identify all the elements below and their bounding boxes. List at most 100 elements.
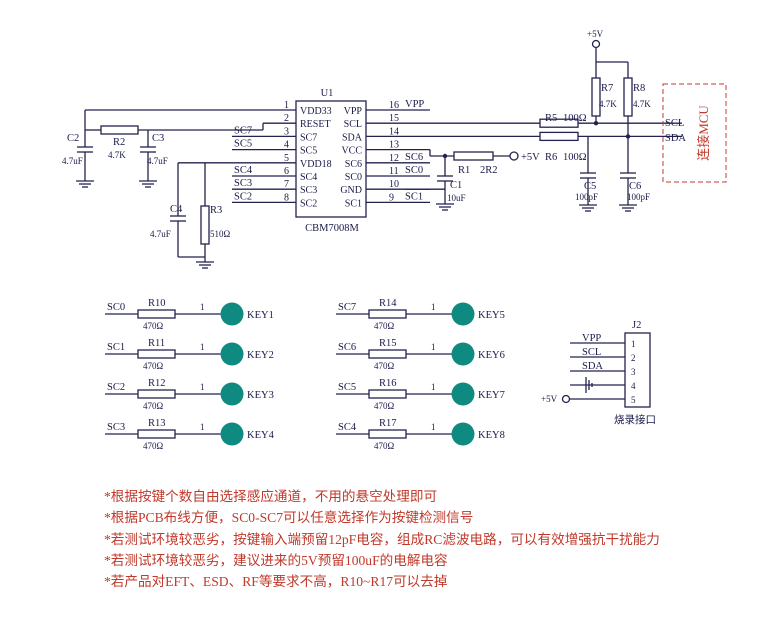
key-resistor-ref: R12 — [148, 378, 166, 389]
c3-value: 4.7uF — [147, 156, 168, 166]
key-resistor-value: 470Ω — [374, 441, 395, 451]
chip-body — [295, 100, 367, 218]
r2-value: 4.7K — [108, 150, 126, 160]
key-label: KEY6 — [478, 350, 505, 361]
r6-ref: R6 — [545, 152, 557, 163]
r3-ref: R3 — [210, 205, 222, 216]
header-signal-label: SDA — [582, 361, 603, 372]
chip-ref: U1 — [321, 88, 334, 99]
key-resistor-ref: R17 — [379, 418, 397, 429]
key-resistor-value: 470Ω — [143, 401, 164, 411]
touch-key-pad — [220, 422, 244, 446]
key-resistor — [368, 429, 407, 439]
chip-pin-number: 10 — [389, 179, 399, 190]
touch-key-pad — [451, 382, 475, 406]
net-label: SC3 — [234, 178, 252, 189]
chip-pin-number: 5 — [284, 153, 289, 164]
net-label: SC1 — [405, 191, 423, 202]
net-label: SC0 — [405, 165, 423, 176]
key-net-label: SC0 — [107, 302, 125, 313]
capacitor-c3 — [140, 146, 156, 153]
vdd18-ground — [196, 261, 214, 269]
vcc-terminal — [591, 39, 601, 49]
capacitor-c5 — [580, 172, 596, 179]
touch-key-pad — [451, 342, 475, 366]
sda-label: SDA — [665, 133, 686, 144]
r1-power-label: +5V — [521, 152, 540, 163]
key-resistor-ref: R16 — [379, 378, 397, 389]
key-resistor-ref: R13 — [148, 418, 166, 429]
chip-pin-number: 2 — [284, 113, 289, 124]
note-3: *若测试环境较恶劣，按键输入端预留12pF电容，组成RC滤波电路，可以有效增强抗… — [104, 531, 660, 547]
wiring — [76, 39, 682, 269]
key-net-label: SC1 — [107, 342, 125, 353]
chip-pin-number: 16 — [389, 100, 399, 111]
key-resistor-value: 470Ω — [143, 441, 164, 451]
resistor-r7 — [591, 77, 601, 117]
touch-key-pad — [220, 382, 244, 406]
touch-key-pad — [220, 342, 244, 366]
r1-ref: R1 — [458, 165, 470, 176]
header-body — [624, 332, 651, 408]
chip-pin-name: RESET — [300, 119, 331, 130]
chip-u1: U1 CBM7008M 1VDD332RESET3SC74SC55VDD186S… — [263, 88, 430, 234]
resistor-r1 — [453, 151, 494, 161]
mcu-box — [662, 83, 727, 183]
r3-value: 510Ω — [210, 229, 231, 239]
c6-value: 100pF — [627, 192, 650, 202]
key-pin-number: 1 — [431, 302, 436, 312]
chip-pin-number: 15 — [389, 113, 399, 124]
header-signal-label: SCL — [582, 347, 601, 358]
key-label: KEY4 — [247, 430, 275, 441]
capacitor-c2 — [77, 146, 93, 153]
chip-pin-name: SC5 — [300, 146, 317, 157]
r5-value: 100Ω — [563, 113, 587, 124]
key-resistor-value: 470Ω — [143, 321, 164, 331]
c6-ground — [619, 204, 637, 212]
net-label: SC7 — [234, 125, 252, 136]
key-label: KEY5 — [478, 310, 505, 321]
key-resistor-ref: R14 — [379, 298, 397, 309]
top-power-label: +5V — [587, 29, 604, 39]
c5-ground — [579, 204, 597, 212]
c1-ground — [436, 203, 454, 211]
chip-pin-name: SC7 — [300, 132, 317, 143]
chip-pin-name: SC1 — [345, 198, 362, 209]
resistor-r8 — [623, 77, 633, 117]
key-resistor — [137, 389, 176, 399]
mcu-box-label: 连接MCU — [696, 105, 711, 161]
header-caption: 烧录接口 — [614, 413, 656, 426]
key-pin-number: 1 — [200, 382, 205, 392]
key-resistor-value: 470Ω — [374, 321, 395, 331]
r8-ref: R8 — [633, 83, 645, 94]
chip-pin-number: 14 — [389, 126, 399, 137]
chip-pin-number: 1 — [284, 100, 289, 111]
chip-pin-name: VDD33 — [300, 106, 332, 117]
r6-value: 100Ω — [563, 152, 587, 163]
c5-ref: C5 — [584, 181, 596, 192]
c2-ref: C2 — [67, 133, 79, 144]
chip-pin-number: 4 — [284, 140, 289, 151]
key-resistor-value: 470Ω — [374, 361, 395, 371]
resistor-r6 — [539, 131, 579, 142]
key-pin-number: 1 — [200, 422, 205, 432]
key-pin-number: 1 — [431, 422, 436, 432]
chip-pin-name: SC2 — [300, 198, 317, 209]
net-labels: SC7SC5SC4SC3SC2VPPSC6SC0SC1C24.7uFR24.7K… — [62, 29, 686, 239]
key-net-label: SC3 — [107, 422, 125, 433]
key-resistor-ref: R11 — [148, 338, 165, 349]
scl-label: SCL — [665, 118, 684, 129]
key-net-label: SC6 — [338, 342, 356, 353]
chip-pin-name: SC0 — [345, 172, 362, 183]
note-4: *若测试环境较恶劣，建议进来的5V预留100uF的电解电容 — [104, 552, 448, 568]
c2-value: 4.7uF — [62, 156, 83, 166]
r8-value: 4.7K — [633, 99, 651, 109]
chip-pin-name: VDD18 — [300, 159, 332, 170]
chip-pin-name: VCC — [341, 146, 362, 157]
